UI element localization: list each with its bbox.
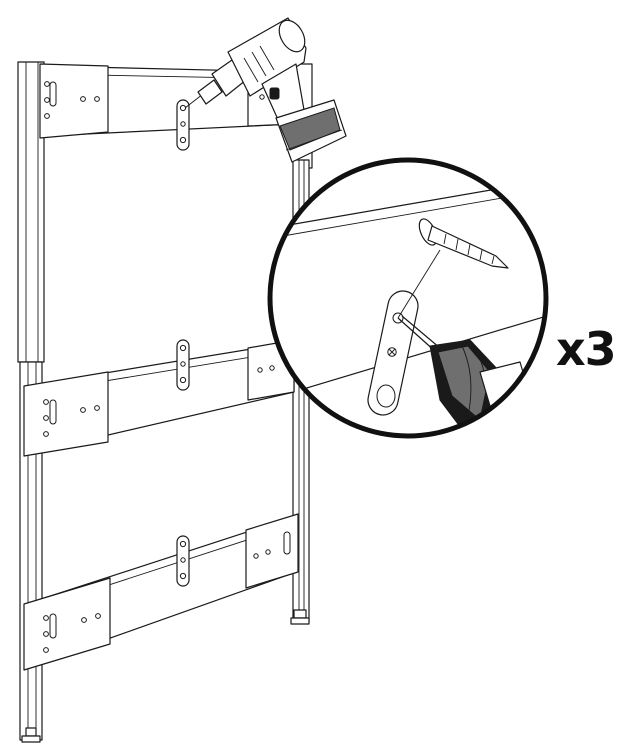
mounting-bracket-icon [176,535,190,587]
middle-rail [23,339,295,457]
quantity-label: x3 [556,322,617,376]
mounting-bracket-icon [176,339,190,391]
bottom-rail [23,513,299,671]
magnifier-callout-icon [267,157,549,439]
screw-icon [397,218,509,319]
drill-icon [184,17,347,163]
mounting-bracket-icon [176,99,190,151]
